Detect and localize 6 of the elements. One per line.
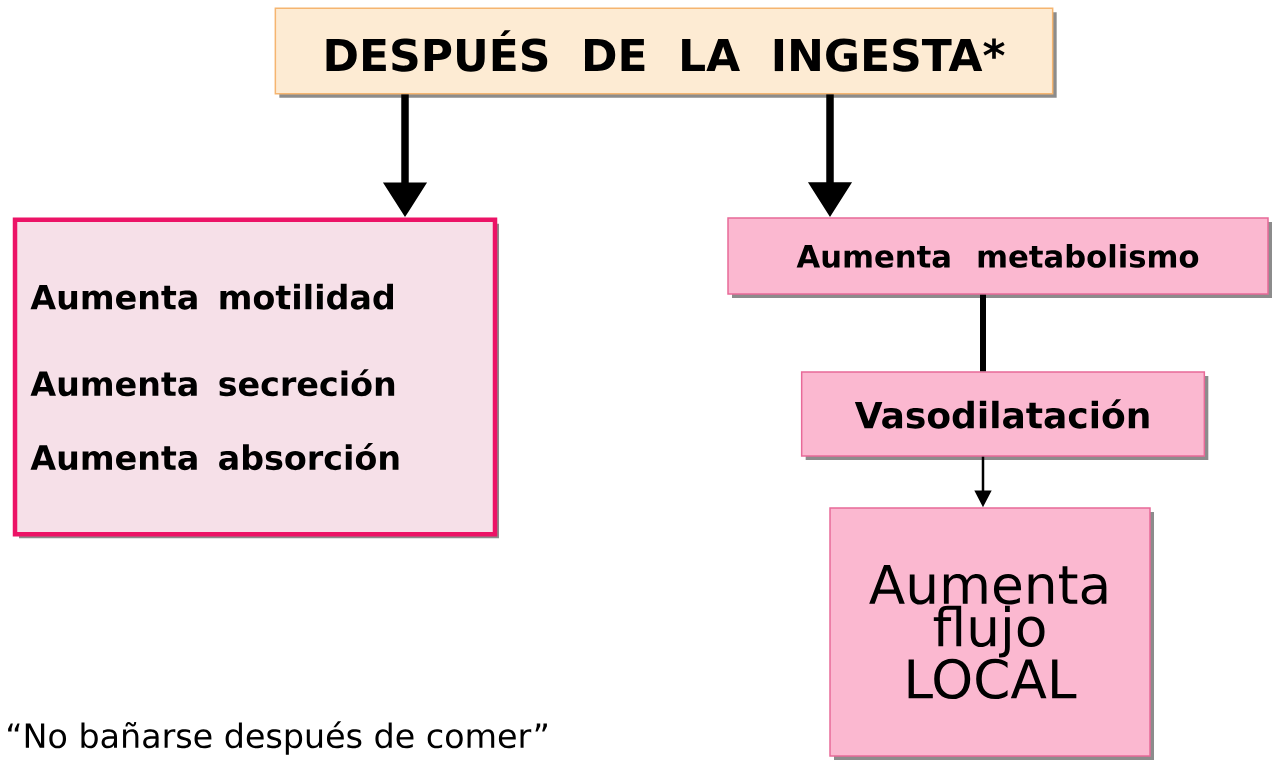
text-box: Aumenta flujo LOCAL <box>829 507 1154 760</box>
quote-text: “No bañarse después de comer” <box>8 721 547 755</box>
title-box: DESPUÉS DE LA INGESTA* <box>274 7 1057 98</box>
text-box: Aumenta metabolismo <box>727 217 1272 298</box>
text-box: Vasodilatación <box>800 371 1209 460</box>
text-box: Aumenta motilidad Aumenta secreción Aumenta absorción <box>12 217 499 539</box>
